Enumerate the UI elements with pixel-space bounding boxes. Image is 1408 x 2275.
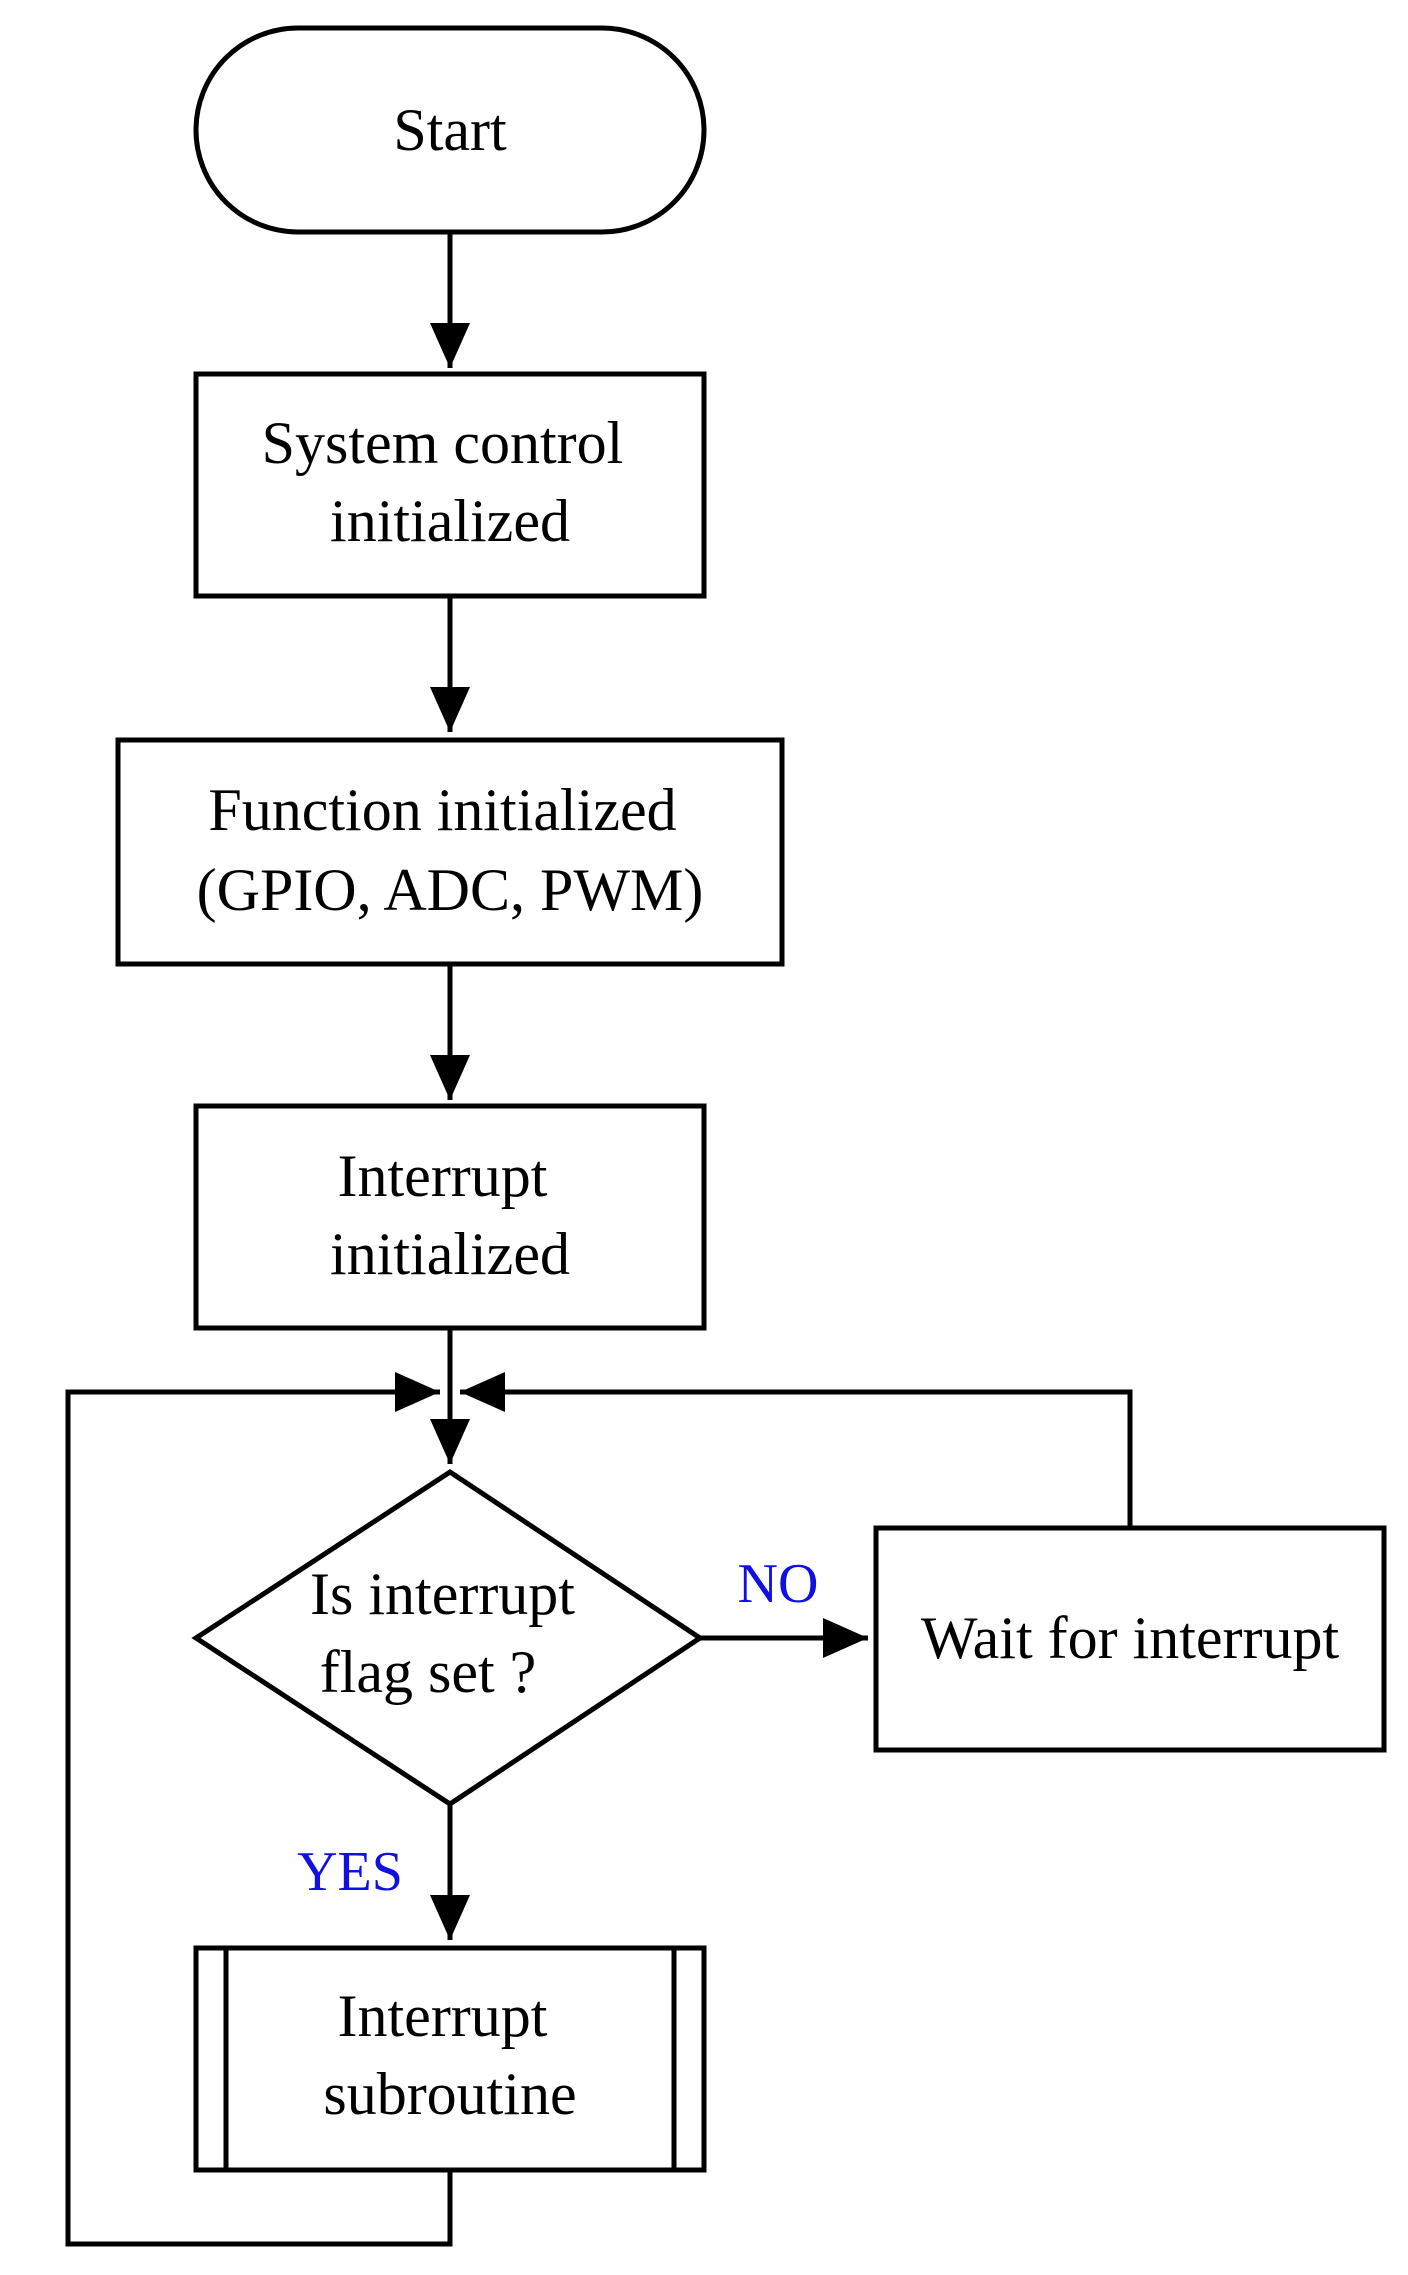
- function-init-line-1: Function initialized: [208, 777, 676, 843]
- subroutine-line-2: subroutine: [323, 2061, 576, 2127]
- decision-line-1: Is interrupt: [310, 1561, 575, 1627]
- svg-text:System control initializ: System control initialized: [262, 410, 639, 554]
- svg-text:Interrupt initialized: Interrupt initialized: [330, 1143, 570, 1287]
- svg-text:Is interrupt flag set ?: Is interrupt flag set ?: [310, 1561, 590, 1705]
- svg-text:Function initialized (GP: Function initialized (GPIO, ADC, PWM): [197, 777, 704, 923]
- start-terminator: Start: [193, 25, 707, 235]
- subroutine-line-1: Interrupt: [338, 1983, 548, 2049]
- start-label: Start: [393, 97, 507, 163]
- edge-subroutine-loop-back: [65, 1372, 453, 2247]
- yes-branch-label: YES: [297, 1841, 403, 1903]
- wait-label: Wait for interrupt: [921, 1605, 1340, 1671]
- svg-text:Interrupt subroutine: Interrupt subroutine: [323, 1983, 576, 2127]
- system-control-line-1: System control: [262, 410, 624, 476]
- no-branch-label: NO: [738, 1553, 819, 1615]
- function-init-process: Function initialized (GPIO, ADC, PWM): [115, 737, 785, 967]
- interrupt-init-process: Interrupt initialized: [193, 1103, 707, 1331]
- function-init-line-2: (GPIO, ADC, PWM): [197, 857, 704, 923]
- system-control-process: System control initialized: [193, 371, 707, 599]
- edge-wait-loop-back: [460, 1372, 1133, 1528]
- system-control-line-2: initialized: [330, 488, 570, 554]
- wait-for-interrupt-process: Wait for interrupt: [873, 1525, 1387, 1753]
- interrupt-subroutine-predefined: Interrupt subroutine: [193, 1945, 707, 2173]
- interrupt-flag-decision: Is interrupt flag set ?: [191, 1469, 705, 1807]
- interrupt-init-line-2: initialized: [330, 1221, 570, 1287]
- interrupt-init-line-1: Interrupt: [338, 1143, 548, 1209]
- decision-line-2: flag set ?: [320, 1639, 537, 1705]
